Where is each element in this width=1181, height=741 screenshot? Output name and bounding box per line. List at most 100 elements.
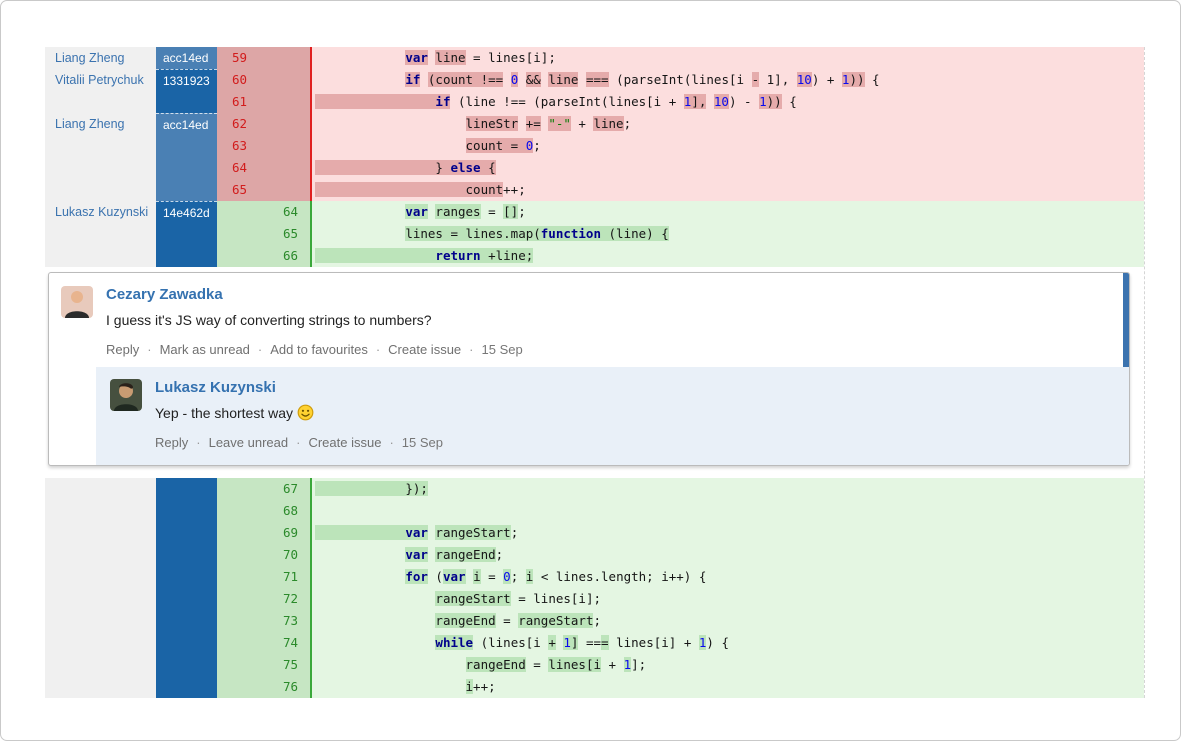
comment-actions: ReplyMark as unreadAdd to favouritesCrea…: [106, 342, 1109, 357]
code-line[interactable]: rangeEnd = lines[i + 1];: [310, 654, 1144, 676]
commit-hash-cell: [156, 676, 217, 698]
commit-hash-cell: [156, 610, 217, 632]
comment-body: I guess it's JS way of converting string…: [106, 312, 432, 328]
code-line[interactable]: rangeStart = lines[i];: [310, 588, 1144, 610]
new-line-number: 71: [282, 569, 298, 584]
commit-hash-cell[interactable]: acc14ed: [156, 113, 217, 135]
code-line[interactable]: });: [310, 478, 1144, 500]
new-line-number: 74: [282, 635, 298, 650]
author-cell: Vitalii Petrychuk: [45, 69, 156, 91]
line-number-cell: 74: [217, 632, 310, 654]
old-line-number: 63: [232, 138, 248, 153]
mark-unread-link[interactable]: Mark as unread: [139, 342, 250, 357]
author-cell: [45, 245, 156, 267]
line-number-cell: 69: [217, 522, 310, 544]
commit-hash-cell: [156, 223, 217, 245]
line-number-cell: 60: [217, 69, 310, 91]
create-issue-link[interactable]: Create issue: [288, 435, 381, 450]
diff-row: 65 lines = lines.map(function (line) {: [45, 223, 1144, 245]
commit-hash-cell: [156, 478, 217, 500]
code-line[interactable]: var rangeStart;: [310, 522, 1144, 544]
diff-row: 61 if (line !== (parseInt(lines[i + 1], …: [45, 91, 1144, 113]
author-cell: [45, 588, 156, 610]
old-line-number: 65: [232, 182, 248, 197]
author-cell: [45, 478, 156, 500]
code-line[interactable]: i++;: [310, 676, 1144, 698]
old-line-number: 59: [232, 50, 248, 65]
old-line-number: 60: [232, 72, 248, 87]
comment-date: 15 Sep: [381, 435, 443, 450]
code-line[interactable]: [310, 500, 1144, 522]
author-cell: Lukasz Kuzynski: [45, 201, 156, 223]
author-cell: [45, 522, 156, 544]
commit-hash-cell[interactable]: 1331923: [156, 69, 217, 91]
reply-link[interactable]: Reply: [106, 342, 140, 357]
commit-hash-cell: [156, 544, 217, 566]
code-line[interactable]: if (line !== (parseInt(lines[i + 1], 10)…: [310, 91, 1144, 113]
add-favourites-link[interactable]: Add to favourites: [250, 342, 368, 357]
code-line[interactable]: count = 0;: [310, 135, 1144, 157]
code-line[interactable]: for (var i = 0; i < lines.length; i++) {: [310, 566, 1144, 588]
new-line-number: 70: [282, 547, 298, 562]
code-line[interactable]: var ranges = [];: [310, 201, 1144, 223]
line-number-cell: 59: [217, 47, 310, 69]
new-line-number: 65: [282, 226, 298, 241]
code-line[interactable]: if (count !== 0 && line === (parseInt(li…: [310, 69, 1144, 91]
code-line[interactable]: } else {: [310, 157, 1144, 179]
line-number-cell: 65: [217, 179, 310, 201]
author-cell: [45, 223, 156, 245]
code-line[interactable]: lines = lines.map(function (line) {: [310, 223, 1144, 245]
code-line[interactable]: var rangeEnd;: [310, 544, 1144, 566]
line-number-cell: 64: [217, 157, 310, 179]
leave-unread-link[interactable]: Leave unread: [188, 435, 288, 450]
commit-hash-cell[interactable]: acc14ed: [156, 47, 217, 69]
new-line-number: 75: [282, 657, 298, 672]
code-line[interactable]: return +line;: [310, 245, 1144, 267]
line-number-cell: 61: [217, 91, 310, 113]
commit-hash-cell: [156, 245, 217, 267]
avatar: [61, 286, 93, 318]
reply-link[interactable]: Reply: [155, 435, 189, 450]
comment-thread: Cezary Zawadka I guess it's JS way of co…: [48, 272, 1130, 466]
new-line-number: 73: [282, 613, 298, 628]
code-line[interactable]: var line = lines[i];: [310, 47, 1144, 69]
new-line-number: 66: [282, 248, 298, 263]
author-cell: [45, 632, 156, 654]
commit-hash-cell[interactable]: 14e462d: [156, 201, 217, 223]
line-number-cell: 68: [217, 500, 310, 522]
line-number-cell: 73: [217, 610, 310, 632]
diff-row: 63 count = 0;: [45, 135, 1144, 157]
comment-date: 15 Sep: [461, 342, 523, 357]
author-cell: [45, 676, 156, 698]
old-line-number: 64: [232, 160, 248, 175]
create-issue-link[interactable]: Create issue: [368, 342, 461, 357]
avatar: [110, 379, 142, 411]
comment-author: Lukasz Kuzynski: [155, 379, 276, 396]
line-number-cell: 66: [217, 245, 310, 267]
code-line[interactable]: lineStr += "-" + line;: [310, 113, 1144, 135]
commit-hash-cell: [156, 157, 217, 179]
new-line-number: 67: [282, 481, 298, 496]
new-line-number: 68: [282, 503, 298, 518]
diff-row: 66 return +line;: [45, 245, 1144, 267]
smiley-emoji: [297, 404, 314, 421]
line-number-cell: 63: [217, 135, 310, 157]
author-cell: Liang Zheng: [45, 47, 156, 69]
author-cell: [45, 135, 156, 157]
line-number-cell: 64: [217, 201, 310, 223]
code-line[interactable]: rangeEnd = rangeStart;: [310, 610, 1144, 632]
line-number-cell: 70: [217, 544, 310, 566]
new-line-number: 64: [282, 204, 298, 219]
code-line[interactable]: while (lines[i + 1] === lines[i] + 1) {: [310, 632, 1144, 654]
diff-row: 75 rangeEnd = lines[i + 1];: [45, 654, 1144, 676]
commit-hash-cell: [156, 179, 217, 201]
commit-hash-cell: [156, 522, 217, 544]
code-line[interactable]: count++;: [310, 179, 1144, 201]
diff-row: 70 var rangeEnd;: [45, 544, 1144, 566]
